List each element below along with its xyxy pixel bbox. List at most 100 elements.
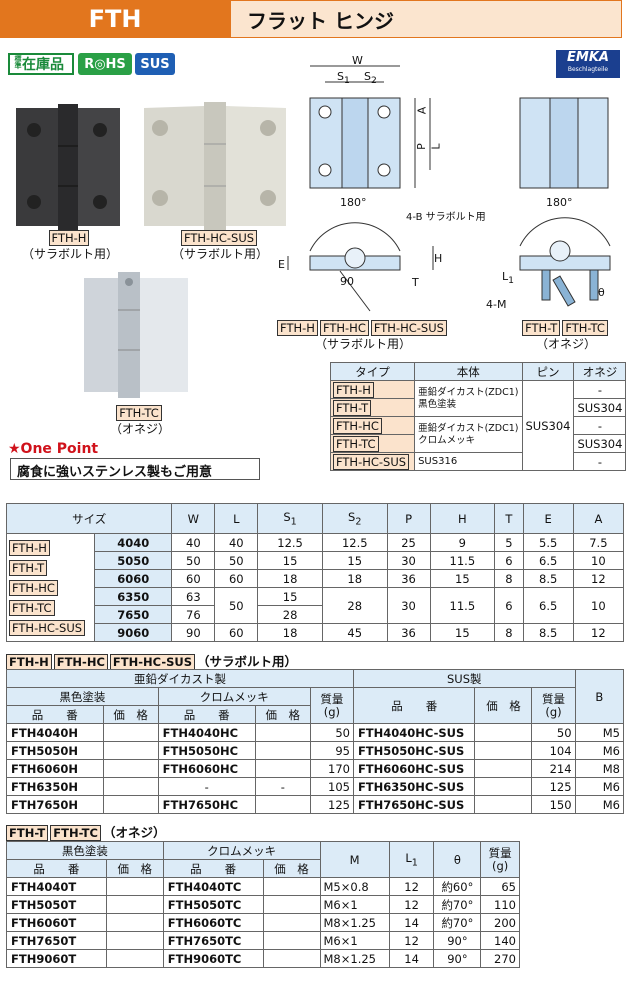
size-h-a: A	[572, 503, 625, 534]
t2-b-val: M6	[574, 741, 625, 760]
t3-price	[262, 913, 321, 932]
size-cell: 8	[494, 569, 524, 588]
mat-type: FTH-HC-SUS	[333, 453, 410, 470]
drawing-right-sub: （オネジ）	[535, 337, 596, 351]
t2-price	[254, 759, 311, 778]
size-cell: 45	[321, 623, 388, 642]
size-cell: 18	[257, 623, 323, 642]
emka-logo: EMKA Beschlagteile	[556, 50, 620, 78]
size-cell: 28	[257, 605, 323, 624]
table2-title-text: （サラボルト用）	[197, 654, 298, 669]
t3-price	[105, 931, 164, 950]
mat-h-screw: オネジ	[573, 362, 627, 381]
t2-weight-val: 95	[309, 741, 354, 760]
t2-pn-sus: FTH5050HC-SUS	[352, 741, 476, 760]
page-header: FTH フラット ヒンジ	[0, 0, 622, 38]
t2-black-price: 価 格	[102, 705, 159, 724]
t3-l1-val: 12	[388, 895, 435, 914]
t2-weight-val: 125	[309, 795, 354, 814]
product-code: FTH	[0, 0, 230, 38]
dim-180-left: 180°	[340, 196, 367, 209]
t2-price	[474, 741, 533, 760]
size-cell: 4040	[93, 533, 173, 552]
size-cell: 12	[572, 569, 625, 588]
t2-sus: SUS製	[352, 669, 576, 688]
t3-price	[262, 895, 321, 914]
t3-weight-val: 200	[480, 913, 520, 932]
mat-screw: SUS304	[573, 434, 627, 453]
table3-tag: FTH-TC	[50, 825, 101, 841]
size-h-s2: S2	[321, 503, 388, 534]
dim-s2-sub: 2	[370, 75, 377, 87]
size-cell: 18	[257, 569, 323, 588]
size-cell: 40	[214, 533, 259, 552]
size-cell: 90	[171, 623, 216, 642]
dim-bolt: 4-B サラボルト用	[406, 212, 486, 223]
t3-black: 黒色塗装	[6, 841, 164, 860]
t2-sus-weight: 質量(g)	[531, 687, 576, 724]
size-h-t: T	[494, 503, 524, 534]
t2-pn-chrome: FTH6060HC	[157, 759, 256, 778]
mat-screw: SUS304	[573, 398, 627, 417]
drawing-tag-1: FTH-H	[277, 320, 318, 336]
size-cell-merged: 50	[214, 587, 259, 624]
rohs-badge: R◎HS	[78, 53, 132, 75]
size-cell: 36	[386, 569, 431, 588]
t3-pn-black: FTH4040T	[6, 877, 107, 896]
dim-s1: S1	[337, 70, 350, 86]
t2-weight: 質量(g)	[309, 687, 354, 724]
t3-weight-val: 270	[480, 949, 520, 968]
t2-price	[474, 777, 533, 796]
t3-l1-sub: 1	[411, 857, 418, 869]
fth-h-caption: FTH-H （サラボルト用）	[10, 230, 130, 262]
size-cell: 8.5	[522, 569, 574, 588]
dim-180-right: 180°	[546, 196, 573, 209]
t2-pn-black: FTH5050H	[6, 741, 104, 760]
t3-weight-val: 110	[480, 895, 520, 914]
size-cell-merged: 11.5	[429, 587, 496, 624]
t2-sus-weight-val: 104	[531, 741, 576, 760]
dim-l1-sub: 1	[508, 275, 514, 287]
t2-pn-sus: FTH7650HC-SUS	[352, 795, 476, 814]
t3-m-val: M5×0.8	[319, 877, 390, 896]
t3-pn-black: FTH5050T	[6, 895, 107, 914]
t2-pn-black: FTH6350H	[6, 777, 104, 796]
t3-l1-val: 14	[388, 913, 435, 932]
emka-logo-sub: Beschlagteile	[567, 66, 609, 73]
size-cell: 9	[429, 533, 496, 552]
t3-chrome-price: 価 格	[262, 859, 321, 878]
mat-body-1: 亜鉛ダイカスト(ZDC1)黒色塗装	[414, 380, 523, 417]
t3-l1-val: 12	[388, 877, 435, 896]
t2-weight-val: 105	[309, 777, 354, 796]
size-cell: 8.5	[522, 623, 574, 642]
size-h-s1: S1	[257, 503, 323, 534]
t2-black: 黒色塗装	[6, 687, 159, 706]
table2-tag: FTH-HC-SUS	[109, 654, 196, 670]
mat-body-1-b: 黒色塗装	[418, 398, 457, 410]
size-cell-merged: 28	[321, 587, 388, 624]
size-type: FTH-TC	[9, 599, 55, 616]
dim-l1: L1	[502, 270, 514, 286]
mat-screw: -	[573, 416, 627, 435]
t3-l1: L1	[388, 841, 435, 878]
t2-pn-chrome: FTH7650HC	[157, 795, 256, 814]
size-cell: 25	[386, 533, 431, 552]
t3-weight-val: 140	[480, 931, 520, 950]
size-cell: 50	[171, 551, 216, 570]
size-cell: 76	[171, 605, 216, 624]
fth-h-sub: （サラボルト用）	[21, 247, 118, 261]
t3-price	[262, 949, 321, 968]
drawing-tag-3: FTH-HC-SUS	[370, 320, 447, 336]
size-cell: 18	[321, 569, 388, 588]
mat-body-2-b: クロムメッキ	[418, 434, 476, 446]
size-h-s1-letter: S	[283, 509, 291, 524]
t2-weight-val: 50	[309, 723, 354, 742]
t3-theta: θ	[433, 841, 482, 878]
t2-pn-black: FTH4040H	[6, 723, 104, 742]
t3-weight-val: 65	[480, 877, 520, 896]
size-cell: 12.5	[257, 533, 323, 552]
t3-weight-unit: (g)	[492, 858, 509, 873]
t2-chrome-hin: 品 番	[157, 705, 256, 724]
t3-m-val: M6×1	[319, 895, 390, 914]
